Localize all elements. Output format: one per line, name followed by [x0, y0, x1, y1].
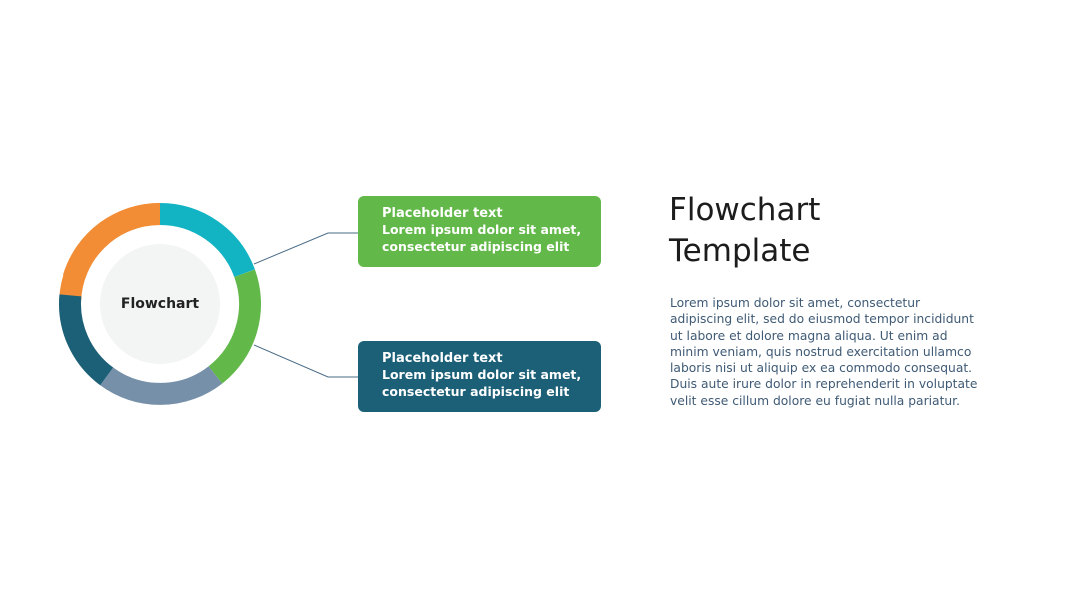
placeholder-box-2-line1: Lorem ipsum dolor sit amet,: [382, 367, 582, 382]
placeholder-box-1-line1: Lorem ipsum dolor sit amet,: [382, 222, 582, 237]
center-circle: [100, 244, 220, 364]
connector-line-top: [253, 232, 358, 265]
body-line-5: laboris nisi ut aliquip ex ea commodo co…: [670, 361, 973, 376]
body-line-4: minim veniam, quis nostrud exercitation …: [670, 344, 972, 359]
placeholder-box-2-title: Placeholder text: [382, 351, 503, 366]
body-line-3: ut labore et dolore magna aliqua. Ut eni…: [670, 328, 948, 343]
ring-segment-slate: [100, 366, 223, 405]
ring-segment-green: [208, 269, 262, 384]
ring-segment-orange-join: [62, 202, 161, 282]
placeholder-box-1-line2: consectetur adipiscing elit: [382, 238, 570, 254]
connector-line-bottom: [253, 344, 358, 378]
placeholder-box-2[interactable]: Placeholder text Lorem ipsum dolor sit a…: [358, 341, 601, 412]
body-line-1: Lorem ipsum dolor sit amet, consectetur: [670, 296, 921, 310]
center-label: Flowchart: [120, 296, 200, 312]
placeholder-box-1-title: Placeholder text: [382, 206, 503, 221]
placeholder-box-2-line2: consectetur adipiscing elit: [382, 383, 570, 399]
placeholder-box-1[interactable]: Placeholder text Lorem ipsum dolor sit a…: [358, 196, 601, 267]
body-line-2: adipiscing elit, sed do eiusmod tempor i…: [670, 312, 974, 327]
body-paragraph: Lorem ipsum dolor sit amet, consectetur …: [670, 295, 990, 409]
ring-segment-cyan: [159, 203, 255, 278]
page-title-line2: Template: [669, 233, 811, 269]
body-line-6: Duis aute irure dolor in reprehenderit i…: [670, 377, 978, 392]
ring-segment-navy: [59, 294, 114, 386]
page-title-line1: Flowchart: [669, 192, 821, 228]
page-title: Flowchart Template: [669, 190, 1029, 272]
body-line-7: velit esse cillum dolore eu fugiat nulla…: [670, 393, 961, 408]
